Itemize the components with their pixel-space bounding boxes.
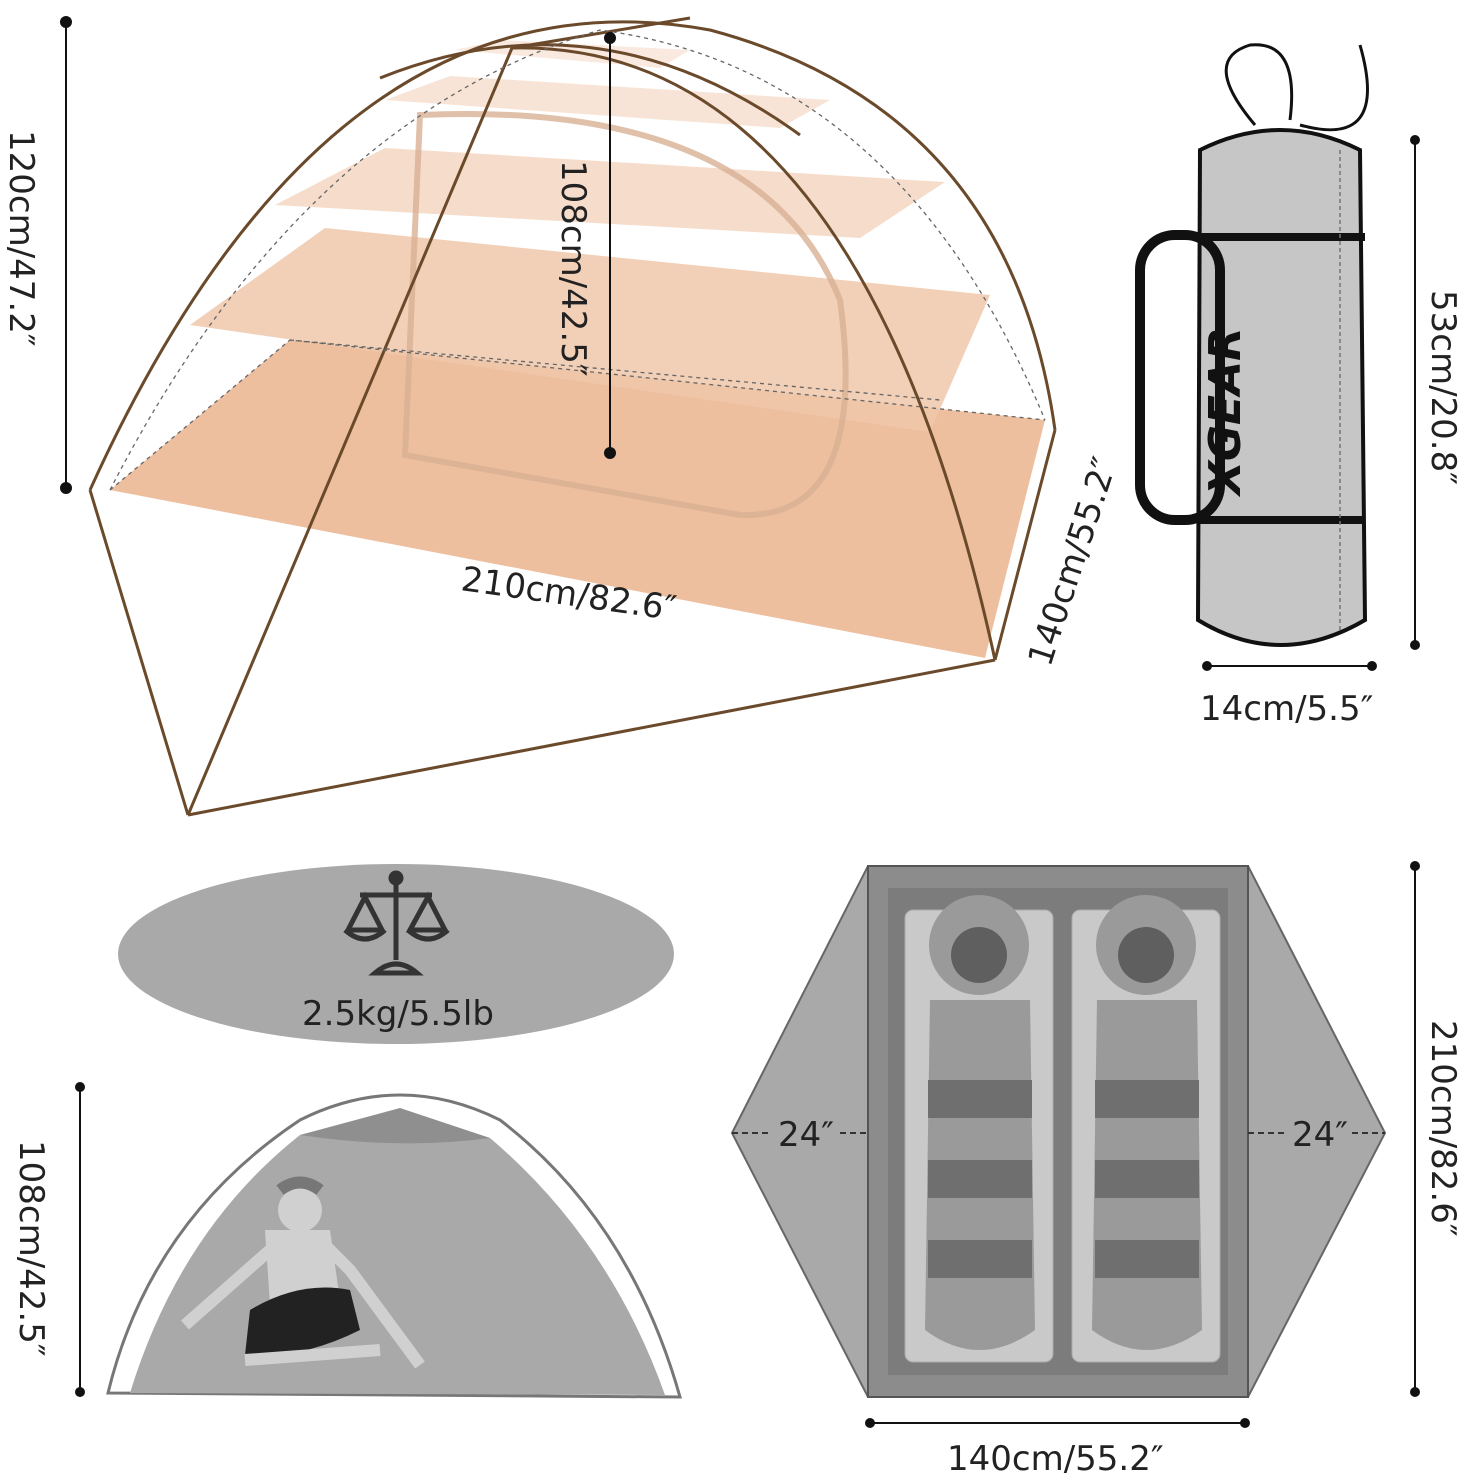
inner-height-dimension: 108cm/42.5″ (553, 32, 616, 459)
tent-frame (88, 16, 1057, 817)
weight-label: 2.5kg/5.5lb (302, 994, 494, 1034)
side-view: 108cm/42.5″ (11, 1082, 682, 1399)
floor-width-label: 140cm/55.2″ (1021, 452, 1126, 670)
vestibule-left-label: 24″ (778, 1115, 834, 1155)
top-width-label: 140cm/55.2″ (947, 1439, 1164, 1479)
floor-layer (190, 228, 990, 432)
top-length-label: 210cm/82.6″ (1423, 1020, 1463, 1237)
peak-height-dimension: 120cm/47.2″ (1, 16, 72, 494)
floor-layer (385, 76, 830, 128)
tent-3d-view: 120cm/47.2″ 108cm/42.5″ 210cm/82.6″ 140c… (1, 16, 1126, 817)
bag-diameter-label: 14cm/5.5″ (1200, 689, 1373, 729)
bag-diameter-dimension: 14cm/5.5″ (1200, 661, 1377, 729)
sleeping-pad-left (904, 895, 1054, 1363)
bag-length-label: 53cm/20.8″ (1423, 290, 1463, 485)
weight-badge: 2.5kg/5.5lb (118, 864, 674, 1044)
inner-height-label: 108cm/42.5″ (553, 160, 593, 377)
bag-length-dimension: 53cm/20.8″ (1410, 135, 1463, 650)
side-height-label: 108cm/42.5″ (11, 1140, 51, 1357)
floor-layer (110, 340, 1045, 658)
peak-height-label: 120cm/47.2″ (1, 130, 41, 347)
top-view: 24″ 24″ 210cm/82.6″ 140cm/55.2″ (730, 861, 1463, 1479)
person-sitting (181, 1176, 425, 1369)
bag-logo: XGEAR (1200, 327, 1251, 498)
door-outline (401, 111, 849, 519)
sleeping-pad-right (1071, 895, 1221, 1363)
vestibule-right-label: 24″ (1292, 1115, 1348, 1155)
carry-bag: XGEAR 53cm/20.8″ 14cm/5.5″ (1135, 43, 1463, 729)
bag-handle (1135, 230, 1225, 525)
tent-mesh-lines (109, 29, 1046, 491)
drawstring (1224, 43, 1369, 132)
scale-icon (343, 870, 450, 976)
